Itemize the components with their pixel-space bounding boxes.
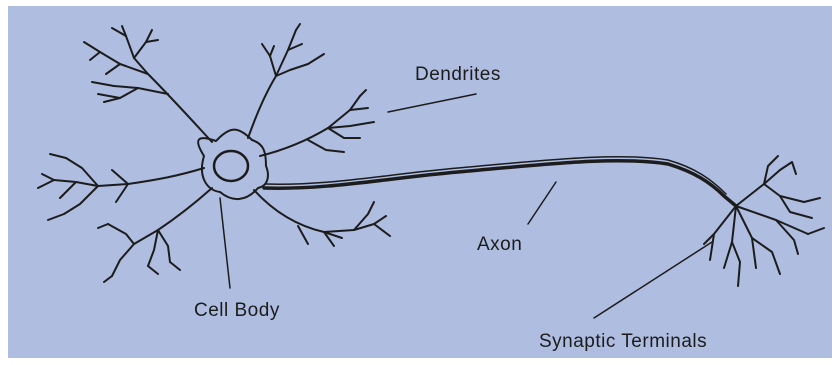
leader-lines (220, 94, 712, 318)
label-synaptic-terminals: Synaptic Terminals (539, 331, 707, 353)
nucleus (214, 151, 248, 181)
leader-axon (528, 182, 556, 224)
dendrites-right (260, 90, 374, 156)
axon-fiber (264, 161, 736, 206)
label-cell-body: Cell Body (194, 300, 280, 322)
synaptic-terminal-branches (704, 156, 824, 286)
dendrites-left (38, 154, 204, 220)
leader-dendrites (388, 94, 476, 112)
label-axon: Axon (477, 234, 522, 256)
dendrites-upper-left (84, 26, 212, 142)
dendrites-lower-right (254, 190, 390, 246)
label-dendrites: Dendrites (415, 64, 501, 86)
dendrites-upper-right (248, 24, 324, 138)
leader-cell-body (220, 198, 230, 288)
neuron-illustration (8, 6, 832, 358)
cell-body-outline (198, 130, 268, 199)
neuron-diagram: Dendrites Axon Cell Body Synaptic Termin… (8, 6, 832, 358)
leader-synaptic-terminals (594, 242, 712, 318)
